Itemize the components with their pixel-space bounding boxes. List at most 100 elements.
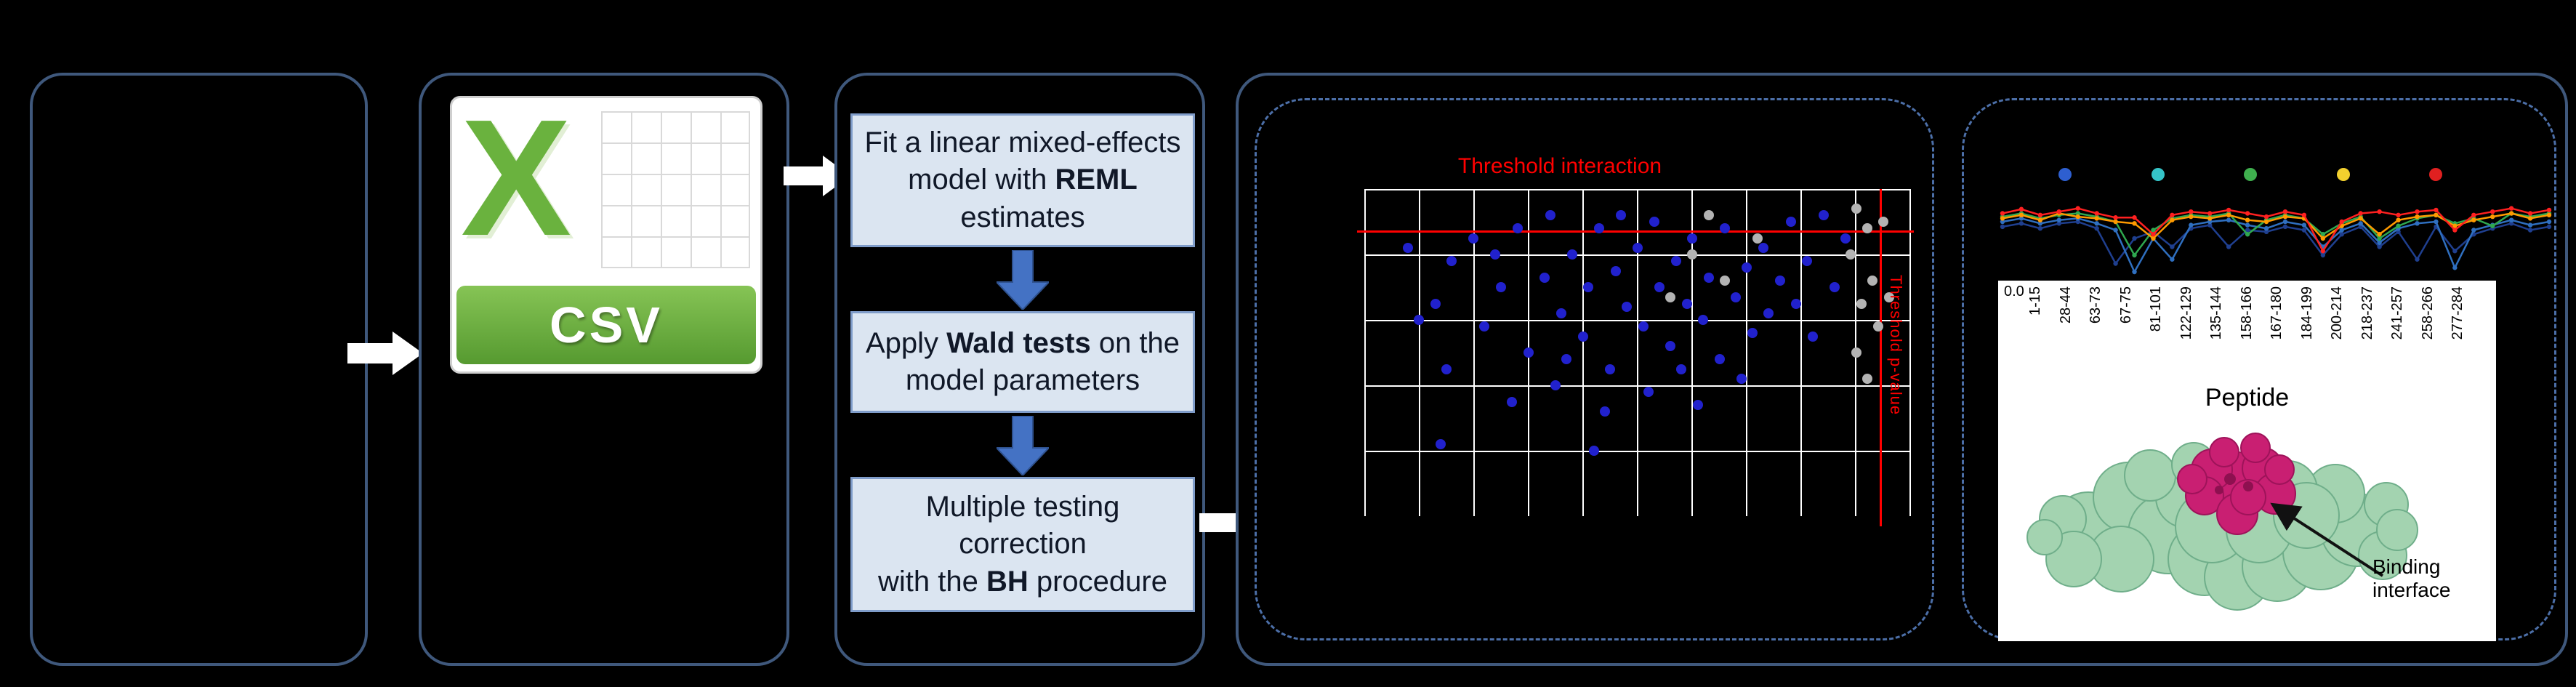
excel-x-logo: X (461, 86, 572, 270)
scatter-point-blue (1490, 249, 1501, 260)
step-lmm-post: estimates (960, 201, 1085, 233)
scatter-point-blue (1610, 265, 1621, 276)
step-lmm-pre: Fit a linear mixed-effects model with (864, 126, 1181, 196)
scatter-point-blue (1507, 396, 1518, 407)
scatter-point-blue (1692, 400, 1703, 410)
profile-point (2263, 226, 2269, 231)
profile-point (2000, 219, 2005, 225)
profile-point (2452, 249, 2458, 254)
peptide-tick-label: 158-166 (2238, 286, 2255, 340)
peptide-tick-label: 135-144 (2208, 286, 2224, 340)
profile-point (2263, 219, 2269, 225)
profile-point (2377, 232, 2382, 237)
peptide-tick-label: 218-237 (2359, 286, 2375, 340)
threshold-pvalue-line (1880, 189, 1883, 526)
step-wald-bold: Wald tests (946, 326, 1091, 359)
peptide-tick-label: 63-73 (2088, 286, 2104, 324)
profile-point (2320, 249, 2326, 254)
scatter-point-gray (1883, 292, 1894, 302)
flow-arrow-right-1 (347, 332, 423, 375)
spreadsheet-grid-icon (601, 111, 750, 268)
profile-point (2546, 212, 2552, 217)
profile-line-orange (2002, 212, 2550, 240)
profile-point (2151, 232, 2156, 237)
scatter-point-gray (1878, 217, 1889, 227)
panel-results: Threshold interaction Threshold p-value … (1236, 73, 2568, 666)
profile-point (2527, 211, 2533, 216)
scatter-point-blue (1731, 292, 1742, 302)
scatter-point-blue (1758, 243, 1768, 253)
scatter-point-blue (1605, 363, 1616, 374)
profile-point (2075, 211, 2080, 216)
profile-point (2075, 219, 2080, 225)
profile-point (2189, 214, 2194, 220)
scatter-point-blue (1649, 217, 1659, 227)
profile-point (2170, 217, 2175, 222)
scatter-point-blue (1643, 387, 1654, 397)
step-lmm-text: Fit a linear mixed-effects model with RE… (861, 124, 1184, 236)
legend-dot-3 (2336, 168, 2350, 181)
profile-point (2282, 214, 2288, 220)
scatter-point-blue (1654, 282, 1665, 292)
scatter-point-blue (1665, 341, 1676, 351)
scatter-point-gray (1665, 292, 1676, 302)
profile-point (2151, 236, 2156, 241)
profile-point (2113, 228, 2118, 233)
scatter-point-blue (1747, 328, 1758, 338)
scatter-point-blue (1742, 262, 1752, 273)
scatter-point-blue (1802, 256, 1813, 266)
scatter-point-blue (1670, 256, 1681, 266)
panel-stats: Fit a linear mixed-effects model with RE… (834, 73, 1205, 666)
step-bh-text: Multiple testing correction with the BH … (861, 489, 1184, 600)
profile-point (2132, 221, 2137, 226)
profile-point (2490, 223, 2495, 228)
flow-arrow-down-2 (997, 416, 1049, 475)
scatter-point-blue (1479, 321, 1490, 332)
profile-point (2170, 257, 2175, 262)
step-lmm-bold: REML (1055, 164, 1138, 196)
profile-point (2527, 216, 2533, 221)
profile-point (2170, 244, 2175, 249)
legend-dot-0 (2058, 168, 2072, 181)
profile-point (2434, 212, 2439, 217)
scatter-point-blue (1638, 321, 1649, 332)
profile-point (2377, 240, 2382, 245)
profile-point (2508, 206, 2514, 211)
profile-point (2207, 219, 2213, 225)
peptide-tick-label: 1-15 (2027, 286, 2043, 316)
profile-point (2000, 224, 2005, 230)
step-box-wald: Apply Wald tests on the model parameters (850, 311, 1195, 413)
profile-point (2339, 228, 2344, 233)
profile-point (2396, 212, 2401, 217)
scatter-point-blue (1616, 210, 1627, 220)
scatter-point-blue (1807, 331, 1818, 342)
profile-point (2415, 257, 2420, 262)
peptide-tick-label: 184-199 (2298, 286, 2315, 340)
profile-point (2226, 244, 2231, 249)
flow-arrow-down-1 (997, 250, 1049, 310)
profile-point (2452, 265, 2458, 270)
binding-patch (2177, 433, 2296, 535)
peptide-tick-label: 81-101 (2148, 286, 2164, 332)
peptide-tick-label: 122-129 (2178, 286, 2194, 340)
scatter-point-gray (1720, 276, 1731, 286)
scatter-point-blue (1430, 298, 1441, 309)
profile-point (2000, 211, 2005, 216)
scatter-point-gray (1856, 298, 1867, 309)
profile-point (2189, 209, 2194, 214)
step-wald-pre: Apply (865, 326, 947, 359)
scatter-point-blue (1785, 217, 1796, 227)
profile-point (2207, 211, 2213, 216)
scatter-point-blue (1818, 210, 1829, 220)
profile-point (2113, 261, 2118, 266)
profile-point (2037, 226, 2043, 231)
profile-point (2434, 207, 2439, 213)
peptide-tick-label: 241-257 (2389, 286, 2405, 340)
scatter-point-blue (1829, 282, 1840, 292)
scatter-point-gray (1703, 210, 1714, 220)
volcano-side-label: Threshold p-value (1887, 275, 1905, 416)
profile-point (2527, 228, 2533, 233)
profile-point (2245, 232, 2250, 237)
subpanel-volcano: Threshold interaction Threshold p-value (1255, 98, 1934, 640)
